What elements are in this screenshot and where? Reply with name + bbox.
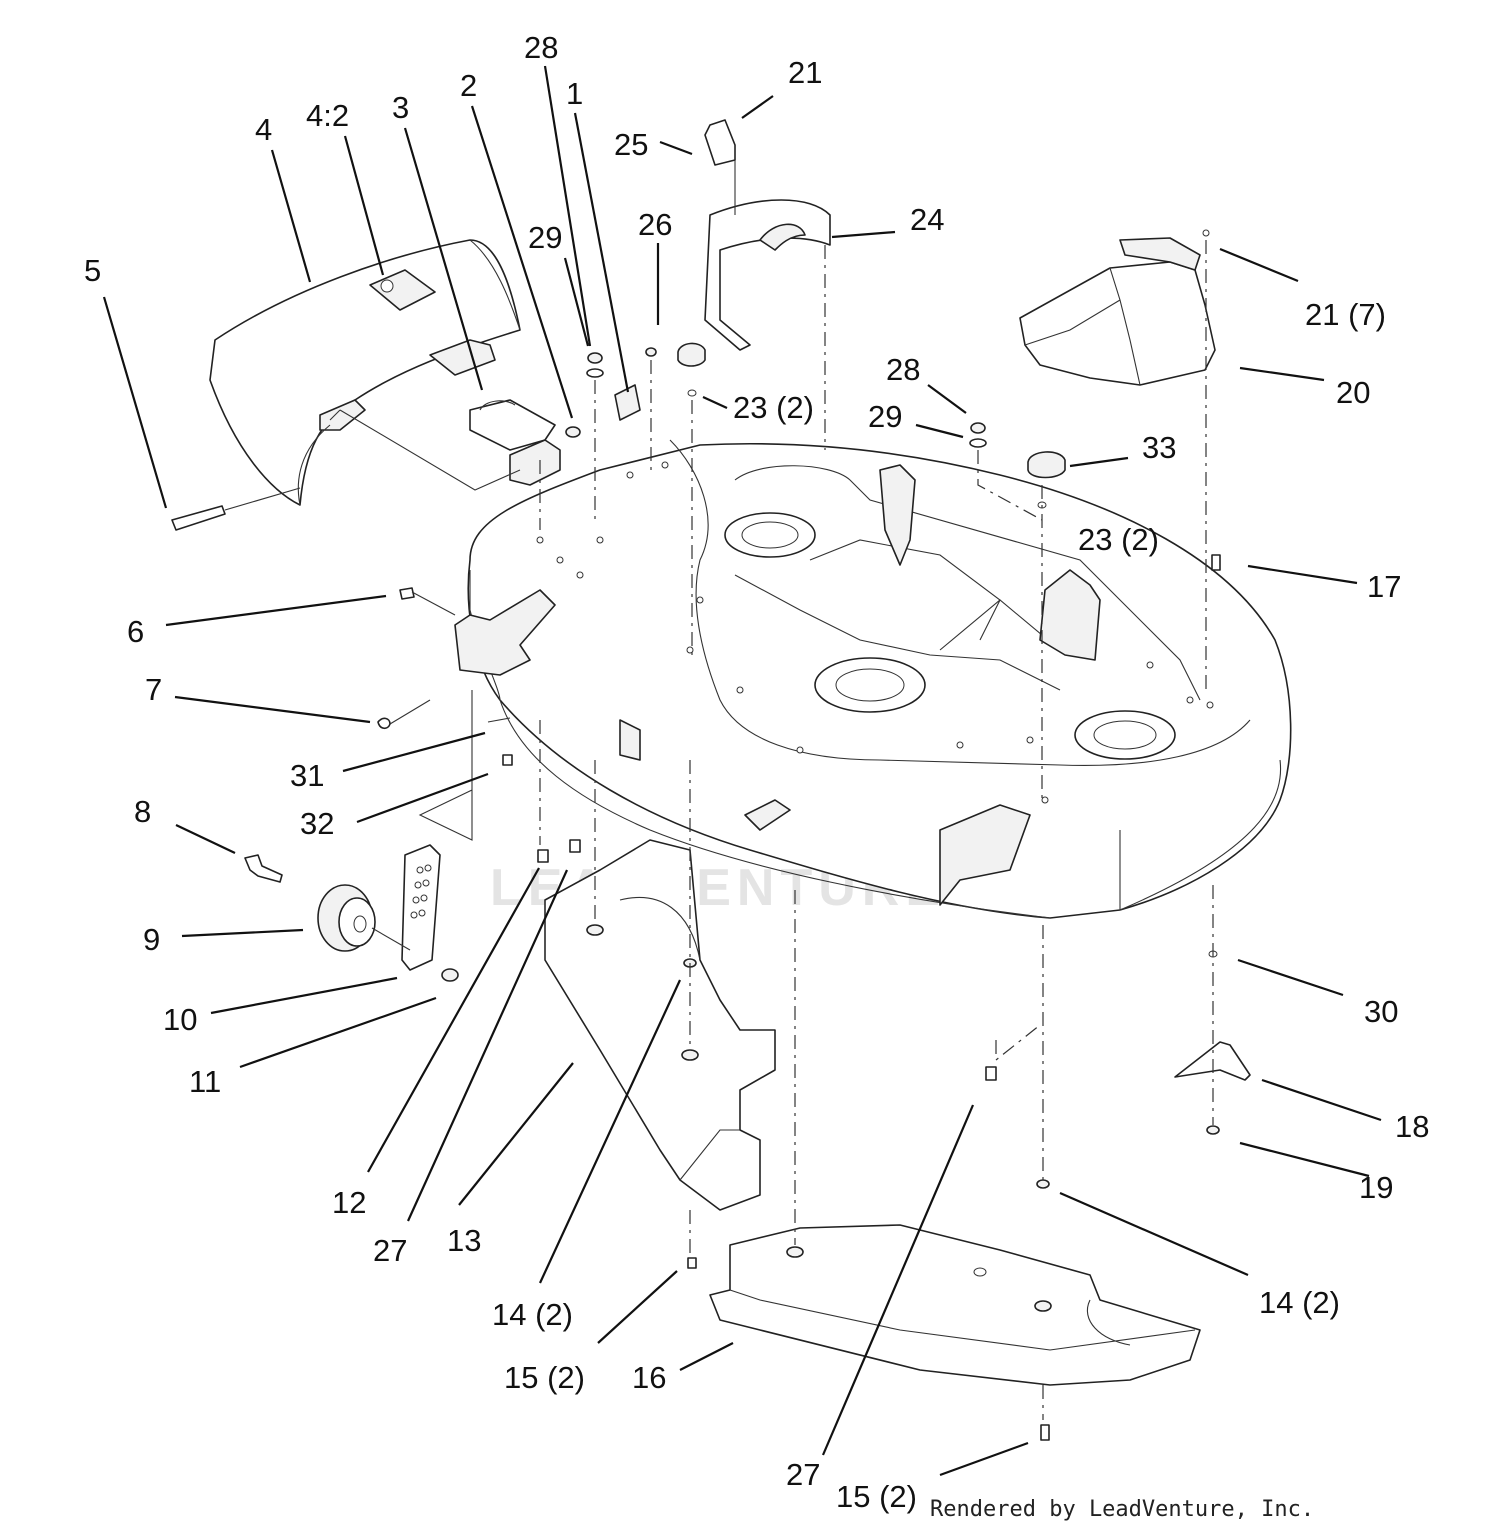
alignment-lines xyxy=(539,240,1214,1420)
callout-6: 6 xyxy=(127,614,144,649)
callout-28b: 28 xyxy=(886,352,920,387)
callout-18: 18 xyxy=(1395,1109,1429,1144)
pulley-guard xyxy=(704,119,831,351)
callout-15b: 15 (2) xyxy=(836,1479,917,1514)
callout-21a: 21 xyxy=(788,55,822,90)
callout-7: 7 xyxy=(145,672,162,707)
callout-28a: 28 xyxy=(524,30,558,65)
rear-baffle xyxy=(709,1224,1201,1386)
callout-10: 10 xyxy=(163,1002,197,1037)
callout-4-2: 4:2 xyxy=(306,98,349,133)
callout-19: 19 xyxy=(1359,1170,1393,1205)
discharge-chute xyxy=(1019,237,1216,386)
callout-5: 5 xyxy=(84,253,101,288)
render-credit: Rendered by LeadVenture, Inc. xyxy=(930,1497,1315,1522)
callout-3: 3 xyxy=(392,90,409,125)
callout-25: 25 xyxy=(614,127,648,162)
callout-4: 4 xyxy=(255,112,272,147)
callout-33: 33 xyxy=(1142,430,1176,465)
callout-1: 1 xyxy=(566,76,583,111)
callout-29a: 29 xyxy=(528,220,562,255)
belt-cover xyxy=(209,239,581,506)
callout-2: 2 xyxy=(460,68,477,103)
callout-21-7: 21 (7) xyxy=(1305,297,1386,332)
callout-27a: 27 xyxy=(373,1233,407,1268)
deck-housing xyxy=(454,439,1292,919)
callout-13: 13 xyxy=(447,1223,481,1258)
callout-24: 24 xyxy=(910,202,944,237)
gauge-wheel xyxy=(244,690,473,982)
callout-20: 20 xyxy=(1336,375,1370,410)
bolt-5 xyxy=(171,487,301,531)
callout-26: 26 xyxy=(638,207,672,242)
callout-23b: 23 (2) xyxy=(1078,522,1159,557)
callout-31: 31 xyxy=(290,758,324,793)
callout-12: 12 xyxy=(332,1185,366,1220)
callout-29b: 29 xyxy=(868,399,902,434)
callout-labels: 28 1 21 4 4:2 3 2 25 29 26 24 5 21 (7) 2… xyxy=(84,30,1429,1514)
callout-16: 16 xyxy=(632,1360,666,1395)
callout-23a: 23 (2) xyxy=(733,390,814,425)
callout-30: 30 xyxy=(1364,994,1398,1029)
callout-27b: 27 xyxy=(786,1457,820,1492)
hardware xyxy=(377,229,1221,1441)
callout-8: 8 xyxy=(134,794,151,829)
callout-14a: 14 (2) xyxy=(492,1297,573,1332)
callout-14b: 14 (2) xyxy=(1259,1285,1340,1320)
leader-lines xyxy=(102,65,1382,1477)
callout-17: 17 xyxy=(1367,569,1401,604)
callout-32: 32 xyxy=(300,806,334,841)
callout-15a: 15 (2) xyxy=(504,1360,585,1395)
callout-9: 9 xyxy=(143,922,160,957)
callout-11: 11 xyxy=(189,1064,221,1099)
